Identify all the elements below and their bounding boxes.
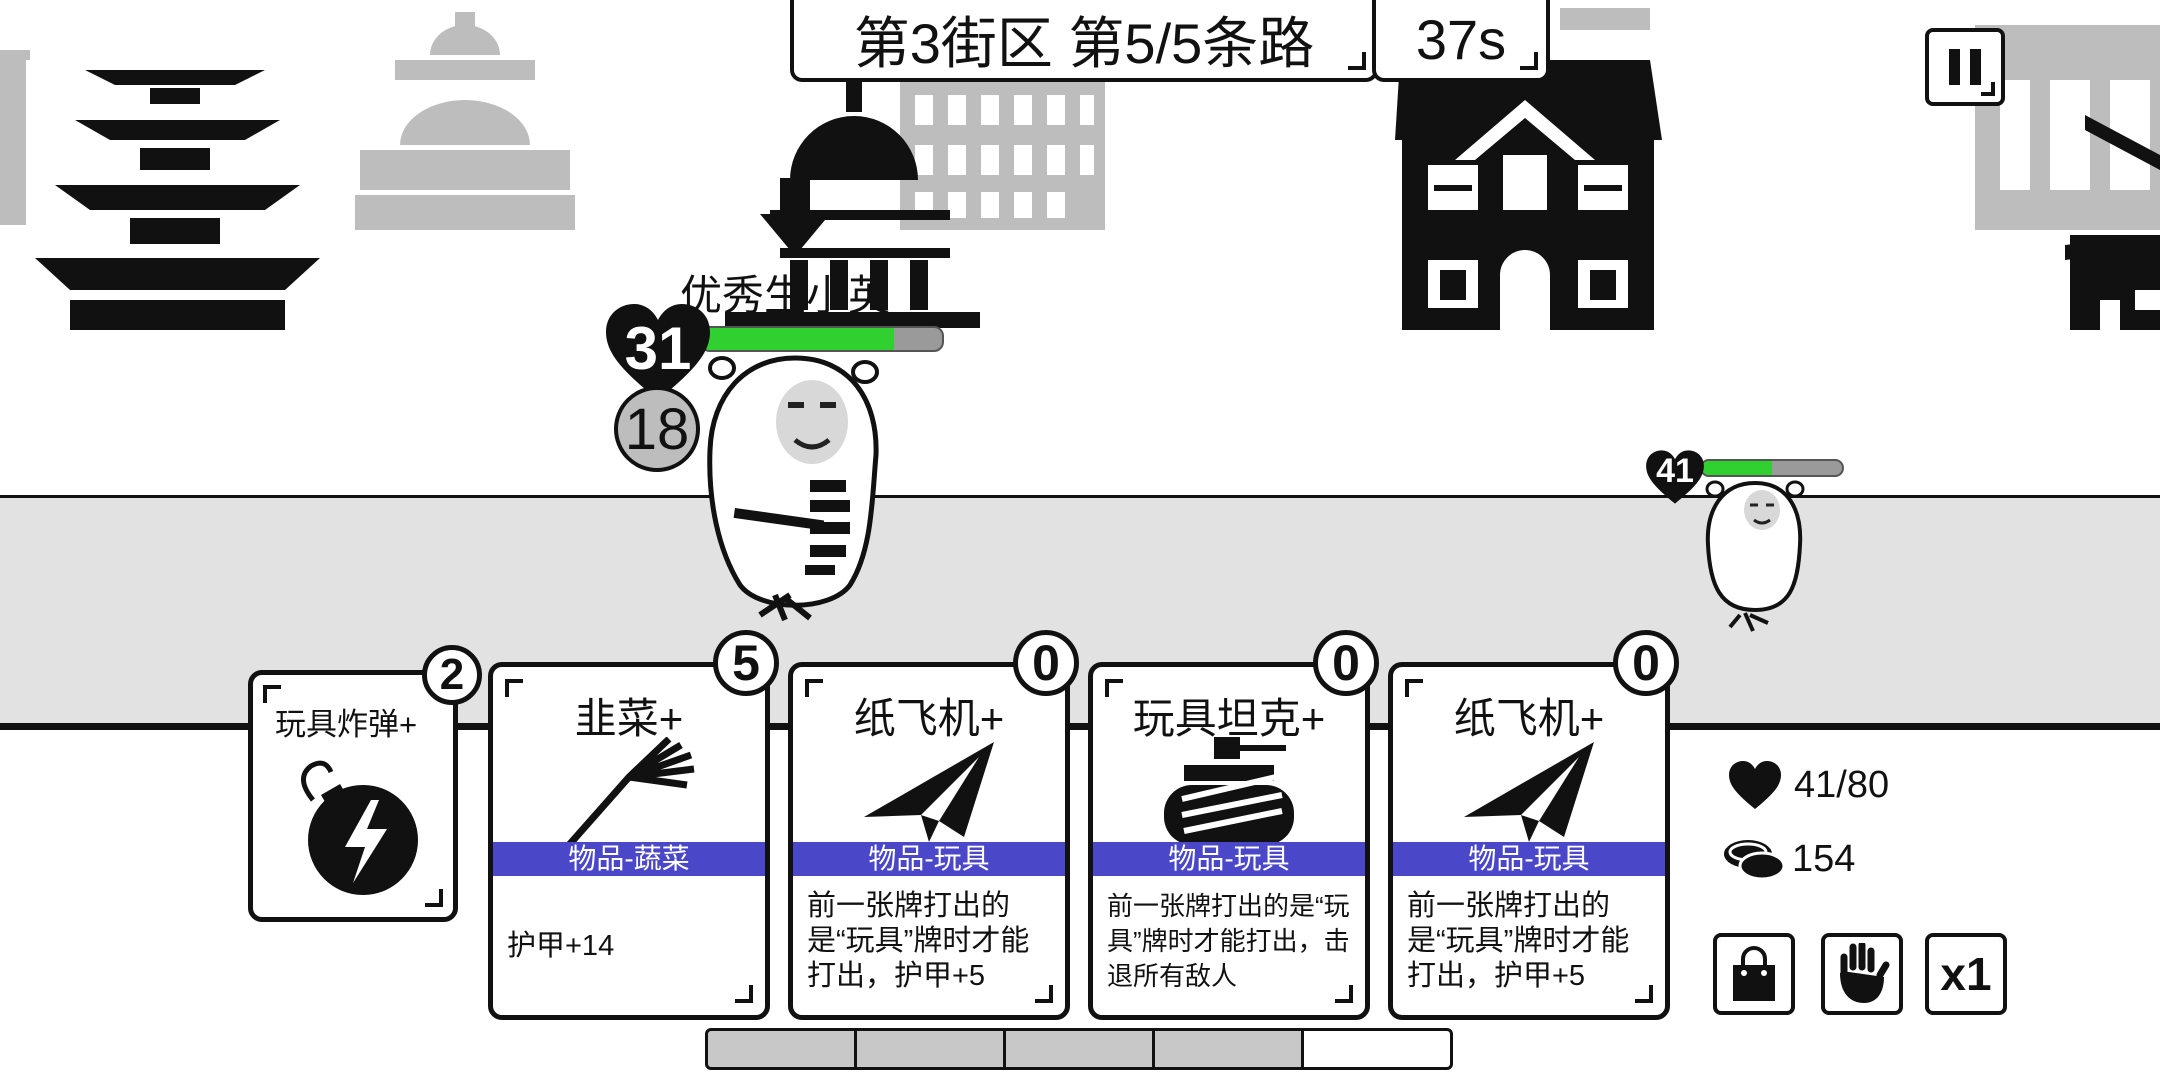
- timer-box: 37s: [1372, 0, 1550, 82]
- enemy-small-sprite[interactable]: [1700, 475, 1810, 635]
- speed-label: x1: [1940, 948, 1992, 1000]
- card-paper-plane[interactable]: 纸飞机+ 物品-玩具 前一张牌打出的是“玩具”牌时才能打出，护甲+5: [788, 662, 1070, 1020]
- paper-plane-icon: [864, 742, 994, 842]
- card-title: 韭菜+: [574, 695, 684, 742]
- card-toy-tank[interactable]: 玩具坦克+ 物品-玩具 前一张牌打出的是“玩具”牌时才能打出，击退所有敌人: [1088, 662, 1370, 1020]
- card-cost-badge: 0: [1013, 630, 1079, 696]
- card-cost-badge: 0: [1313, 630, 1379, 696]
- target-arrow-icon: [760, 178, 830, 256]
- card-category: 物品-玩具: [793, 842, 1065, 876]
- background-buildings: [0, 8, 2160, 330]
- heart-icon: [606, 304, 710, 400]
- district-label: 第3街区 第5/5条路: [853, 11, 1315, 75]
- card-cost-value: 5: [732, 635, 760, 691]
- pause-icon: [1949, 49, 1981, 85]
- card-cost-value: 0: [1032, 635, 1060, 691]
- card-title: 纸飞机+: [853, 695, 1005, 742]
- energy-segment-4: [1152, 1028, 1304, 1070]
- enemy-hp-heart: 31: [604, 302, 712, 402]
- card-toy-bomb[interactable]: 玩具炸弹+: [248, 670, 458, 922]
- palace-building: [355, 12, 575, 230]
- bomb-icon: [301, 760, 418, 895]
- player-coins-value: 154: [1792, 837, 1856, 880]
- energy-segment-3: [1003, 1028, 1155, 1070]
- card-cost-badge: 2: [422, 645, 482, 705]
- card-title: 玩具炸弹+: [275, 707, 418, 742]
- paper-plane-icon: [1464, 742, 1594, 842]
- player-hp: 41/80: [1728, 760, 1889, 810]
- card-description: 前一张牌打出的是“玩具”牌时才能打出，击退所有敌人: [1107, 891, 1350, 991]
- coins-icon: [1724, 840, 1786, 881]
- heart-icon: [1729, 761, 1781, 809]
- enemy-main-sprite[interactable]: [700, 350, 890, 625]
- card-category: 物品-玩具: [1093, 842, 1365, 876]
- card-category: 物品-玩具: [1393, 842, 1665, 876]
- small-enemy-hp-heart: 41: [1645, 448, 1705, 506]
- district-banner: 第3街区 第5/5条路: [790, 0, 1378, 82]
- card-category: 物品-蔬菜: [493, 842, 765, 876]
- hand-button[interactable]: [1821, 933, 1903, 1015]
- small-enemy-hp-fill: [1702, 461, 1772, 475]
- energy-segment-2: [854, 1028, 1006, 1070]
- player-coins: 154: [1722, 836, 1855, 882]
- enemy-armor-value: 18: [624, 396, 690, 462]
- leek-icon: [566, 737, 695, 847]
- card-description: 前一张牌打出的是“玩具”牌时才能打出，护甲+5: [1407, 890, 1630, 992]
- tank-icon: [1164, 737, 1294, 845]
- heart-icon: [1646, 450, 1704, 504]
- enemy-hp-fill: [702, 328, 894, 350]
- small-enemy-hp-value: 41: [1656, 452, 1694, 490]
- card-cost-value: 0: [1632, 635, 1660, 691]
- card-cost-value: 0: [1332, 635, 1360, 691]
- capitol-building: [725, 82, 980, 328]
- pagoda-building: [35, 70, 320, 330]
- energy-segment-5: [1301, 1028, 1453, 1070]
- card-paper-plane-2[interactable]: 纸飞机+ 物品-玩具 前一张牌打出的是“玩具”牌时才能打出，护甲+5: [1388, 662, 1670, 1020]
- hand-icon: [1840, 943, 1890, 1003]
- card-cost-value: 2: [439, 650, 465, 699]
- banner-corner: [1348, 52, 1366, 70]
- card-leek[interactable]: 韭菜+ 物品-蔬菜 护甲+14: [488, 662, 770, 1020]
- card-title: 纸飞机+: [1453, 695, 1605, 742]
- grid-building: [900, 75, 1105, 230]
- enemy-armor-badge: 18: [614, 386, 700, 472]
- timer-label: 37s: [1415, 7, 1507, 71]
- enemy-hp-value: 31: [624, 315, 692, 382]
- enemy-hp-bar: [700, 326, 944, 352]
- shopping-bag-icon: [1733, 946, 1775, 1001]
- card-cost-badge: 5: [713, 630, 779, 696]
- card-description: 护甲+14: [507, 930, 615, 962]
- enemy-name: 优秀生小英: [680, 272, 891, 319]
- card-description: 前一张牌打出的是“玩具”牌时才能打出，护甲+5: [807, 890, 1030, 992]
- card-cost-badge: 0: [1613, 630, 1679, 696]
- card-title: 玩具坦克+: [1132, 695, 1326, 742]
- energy-segment-1: [705, 1028, 857, 1070]
- shop-bag-button[interactable]: [1713, 933, 1795, 1015]
- right-black-building: [2065, 115, 2160, 330]
- pause-button[interactable]: [1925, 28, 2005, 106]
- timer-corner: [1520, 52, 1538, 70]
- speed-button[interactable]: x1: [1925, 933, 2007, 1015]
- player-hp-value: 41/80: [1794, 763, 1890, 806]
